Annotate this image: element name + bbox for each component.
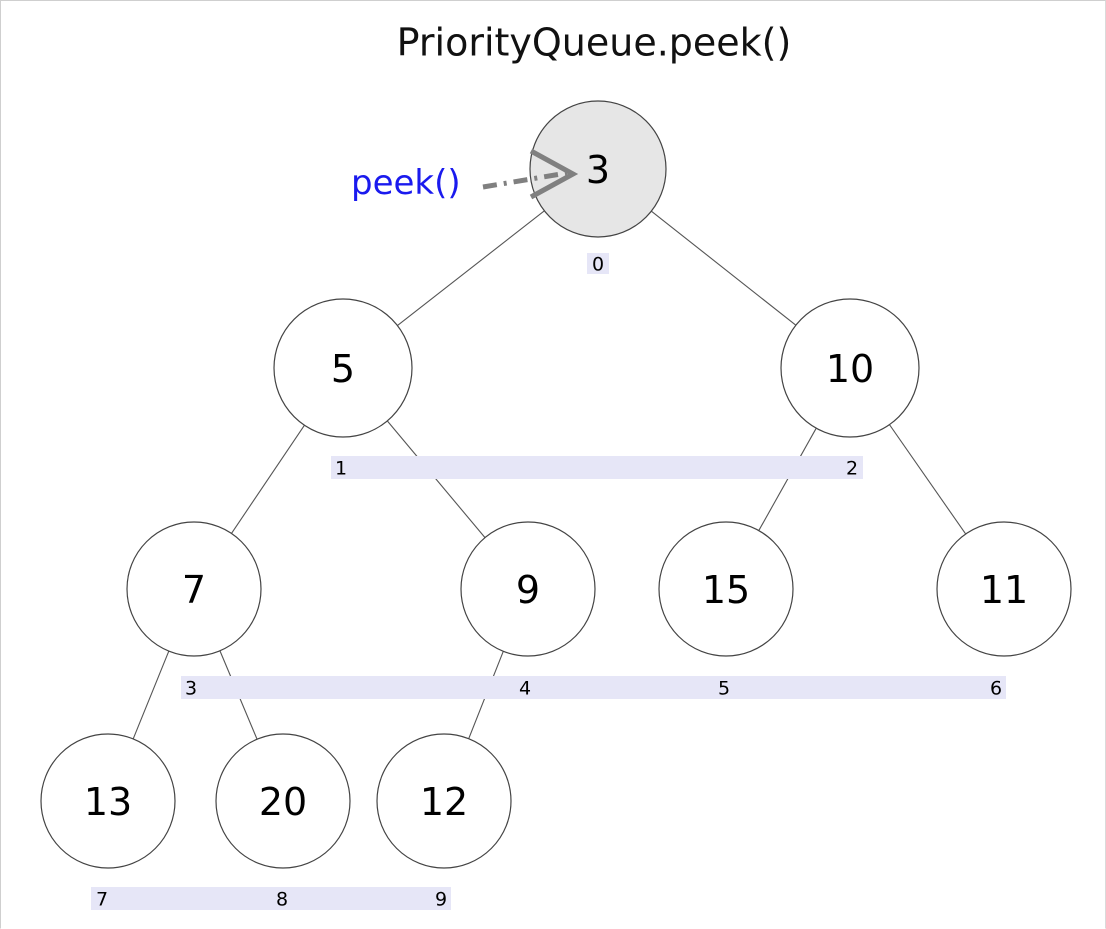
node-circle[interactable] (460, 521, 596, 657)
tree-edge (132, 649, 170, 741)
tree-node-3[interactable]: 3 (529, 100, 667, 238)
node-value-label: 10 (826, 347, 874, 391)
peek-arrow-line (482, 170, 568, 190)
heap-index-label: 2 (846, 458, 858, 480)
tree-edge (230, 424, 306, 535)
tree-edge (386, 419, 487, 539)
node-value-label: 12 (420, 780, 468, 824)
node-value-label: 15 (702, 568, 750, 612)
tree-edge (888, 423, 967, 536)
tree-node-12[interactable]: 12 (376, 733, 512, 869)
node-circle[interactable] (376, 733, 512, 869)
peek-label: peek() (351, 163, 461, 203)
heap-index-label: 0 (592, 254, 604, 276)
node-circle[interactable] (40, 733, 176, 869)
heap-index-label: 9 (435, 889, 447, 911)
node-value-label: 9 (516, 568, 540, 612)
tree-node-7[interactable]: 7 (126, 521, 262, 657)
node-circle[interactable] (936, 521, 1072, 657)
node-circle[interactable] (658, 521, 794, 657)
heap-index-label: 7 (96, 889, 108, 911)
tree-node-11[interactable]: 11 (936, 521, 1072, 657)
heap-index-label: 3 (185, 678, 197, 700)
node-circle[interactable] (215, 733, 351, 869)
tree-node-10[interactable]: 10 (780, 298, 920, 438)
peek-callout: peek() (351, 148, 579, 203)
node-value-label: 13 (84, 780, 132, 824)
tree-node-9[interactable]: 9 (460, 521, 596, 657)
heap-index-label: 8 (276, 889, 288, 911)
tree-node-15[interactable]: 15 (658, 521, 794, 657)
heap-index-label: 6 (990, 678, 1002, 700)
node-value-label: 11 (980, 568, 1028, 612)
index-band (331, 456, 863, 479)
node-value-label: 7 (182, 568, 206, 612)
peek-arrowhead-icon (529, 148, 579, 200)
heap-index-label: 1 (335, 458, 347, 480)
tree-edge (396, 209, 546, 327)
tree-edge (650, 210, 797, 327)
node-circle[interactable] (273, 298, 413, 438)
tree-node-20[interactable]: 20 (215, 733, 351, 869)
node-value-label: 20 (259, 780, 307, 824)
node-circle[interactable] (529, 100, 667, 238)
node-value-label: 5 (331, 347, 355, 391)
tree-node-13[interactable]: 13 (40, 733, 176, 869)
heap-index-label: 4 (519, 678, 531, 700)
figure-title: PriorityQueue.peek() (397, 21, 792, 65)
index-band (587, 253, 609, 274)
node-value-label: 3 (586, 148, 610, 192)
node-circle[interactable] (780, 298, 920, 438)
tree-node-5[interactable]: 5 (273, 298, 413, 438)
heap-index-label: 5 (718, 678, 730, 700)
index-band (91, 887, 451, 910)
index-band (181, 676, 1006, 699)
node-circle[interactable] (126, 521, 262, 657)
tree-edge (757, 427, 818, 532)
